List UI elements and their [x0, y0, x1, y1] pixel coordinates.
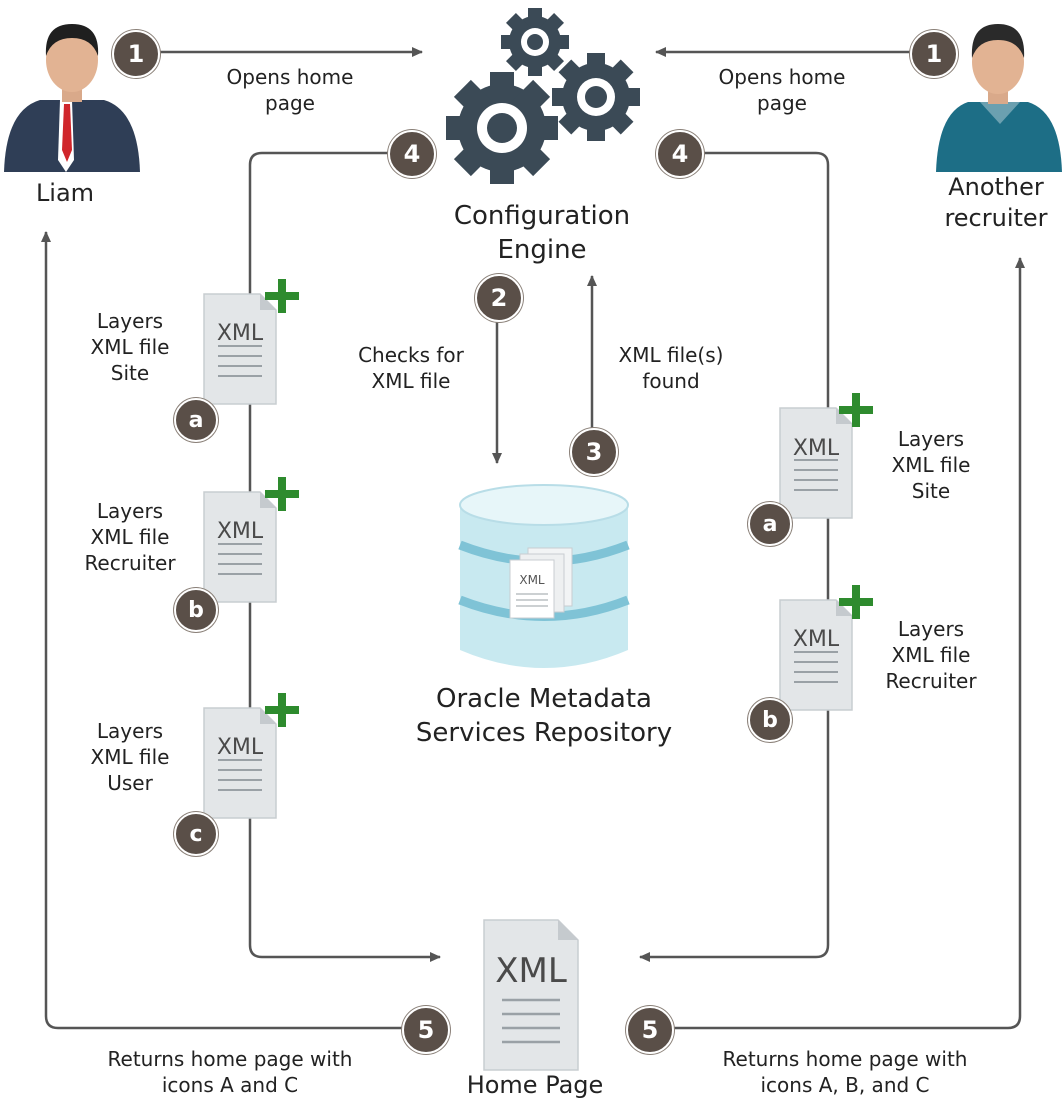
right-layer-b-badge: b — [748, 698, 792, 742]
left-layer-b-badge: b — [174, 588, 218, 632]
left-layer-c-label: Layers XML file User — [90, 719, 170, 795]
step5-right-badge: 5 — [626, 1006, 674, 1054]
person-recruiter-icon — [936, 24, 1062, 172]
home-page-doc-icon — [483, 919, 579, 1071]
actor-liam-name: Liam — [35, 179, 95, 207]
person-liam-icon — [4, 24, 140, 172]
repository-doc-text: XML — [519, 573, 545, 587]
doc-xml-text: XML — [793, 627, 840, 652]
metadata-repository-icon — [458, 484, 630, 668]
return-right — [670, 257, 1025, 1030]
configuration-engine-label: Configuration Engine — [453, 201, 631, 265]
step1-right-label: Opens home page — [718, 65, 846, 115]
left-layer-a-badge: a — [174, 398, 218, 442]
step1-right-badge: 1 — [910, 30, 958, 78]
step1-left-label: Opens home page — [226, 65, 354, 115]
step3-label: XML file(s) found — [618, 343, 724, 393]
doc-xml-text: XML — [217, 321, 264, 346]
step5-left-label: Returns home page with icons A and C — [107, 1047, 353, 1097]
loop-right — [639, 151, 830, 962]
step2-label: Checks for XML file — [358, 343, 464, 393]
doc-xml-text: XML — [217, 519, 264, 544]
doc-icon — [203, 491, 277, 603]
doc-icon — [203, 293, 277, 405]
step3-badge: 3 — [570, 428, 618, 476]
step4-left-badge: 4 — [388, 130, 436, 178]
right-layer-b-label: Layers XML file Recruiter — [885, 617, 977, 693]
step4-right-badge: 4 — [656, 130, 704, 178]
doc-xml-text: XML — [793, 436, 840, 461]
return-left — [41, 231, 402, 1030]
left-layer-b-label: Layers XML file Recruiter — [84, 499, 176, 575]
right-layer-a-label: Layers XML file Site — [891, 427, 971, 503]
step1-left-badge: 1 — [112, 30, 160, 78]
left-layer-c-badge: c — [174, 812, 218, 856]
repository-label: Oracle Metadata Services Repository — [415, 684, 673, 748]
home-page-doc-text: XML — [495, 951, 567, 991]
doc-icon — [779, 407, 853, 519]
left-layer-a-label: Layers XML file Site — [90, 309, 170, 385]
doc-icon — [203, 707, 277, 819]
loop-left — [248, 151, 441, 962]
actor-recruiter-name: Another recruiter — [944, 173, 1048, 233]
gear-icon — [446, 8, 640, 184]
step2-badge: 2 — [475, 274, 523, 322]
right-layer-a-badge: a — [748, 502, 792, 546]
home-page-label: Home Page — [466, 1071, 604, 1099]
doc-icon — [779, 599, 853, 711]
step5-left-badge: 5 — [402, 1006, 450, 1054]
step5-right-label: Returns home page with icons A, B, and C — [722, 1047, 968, 1097]
doc-xml-text: XML — [217, 735, 264, 760]
